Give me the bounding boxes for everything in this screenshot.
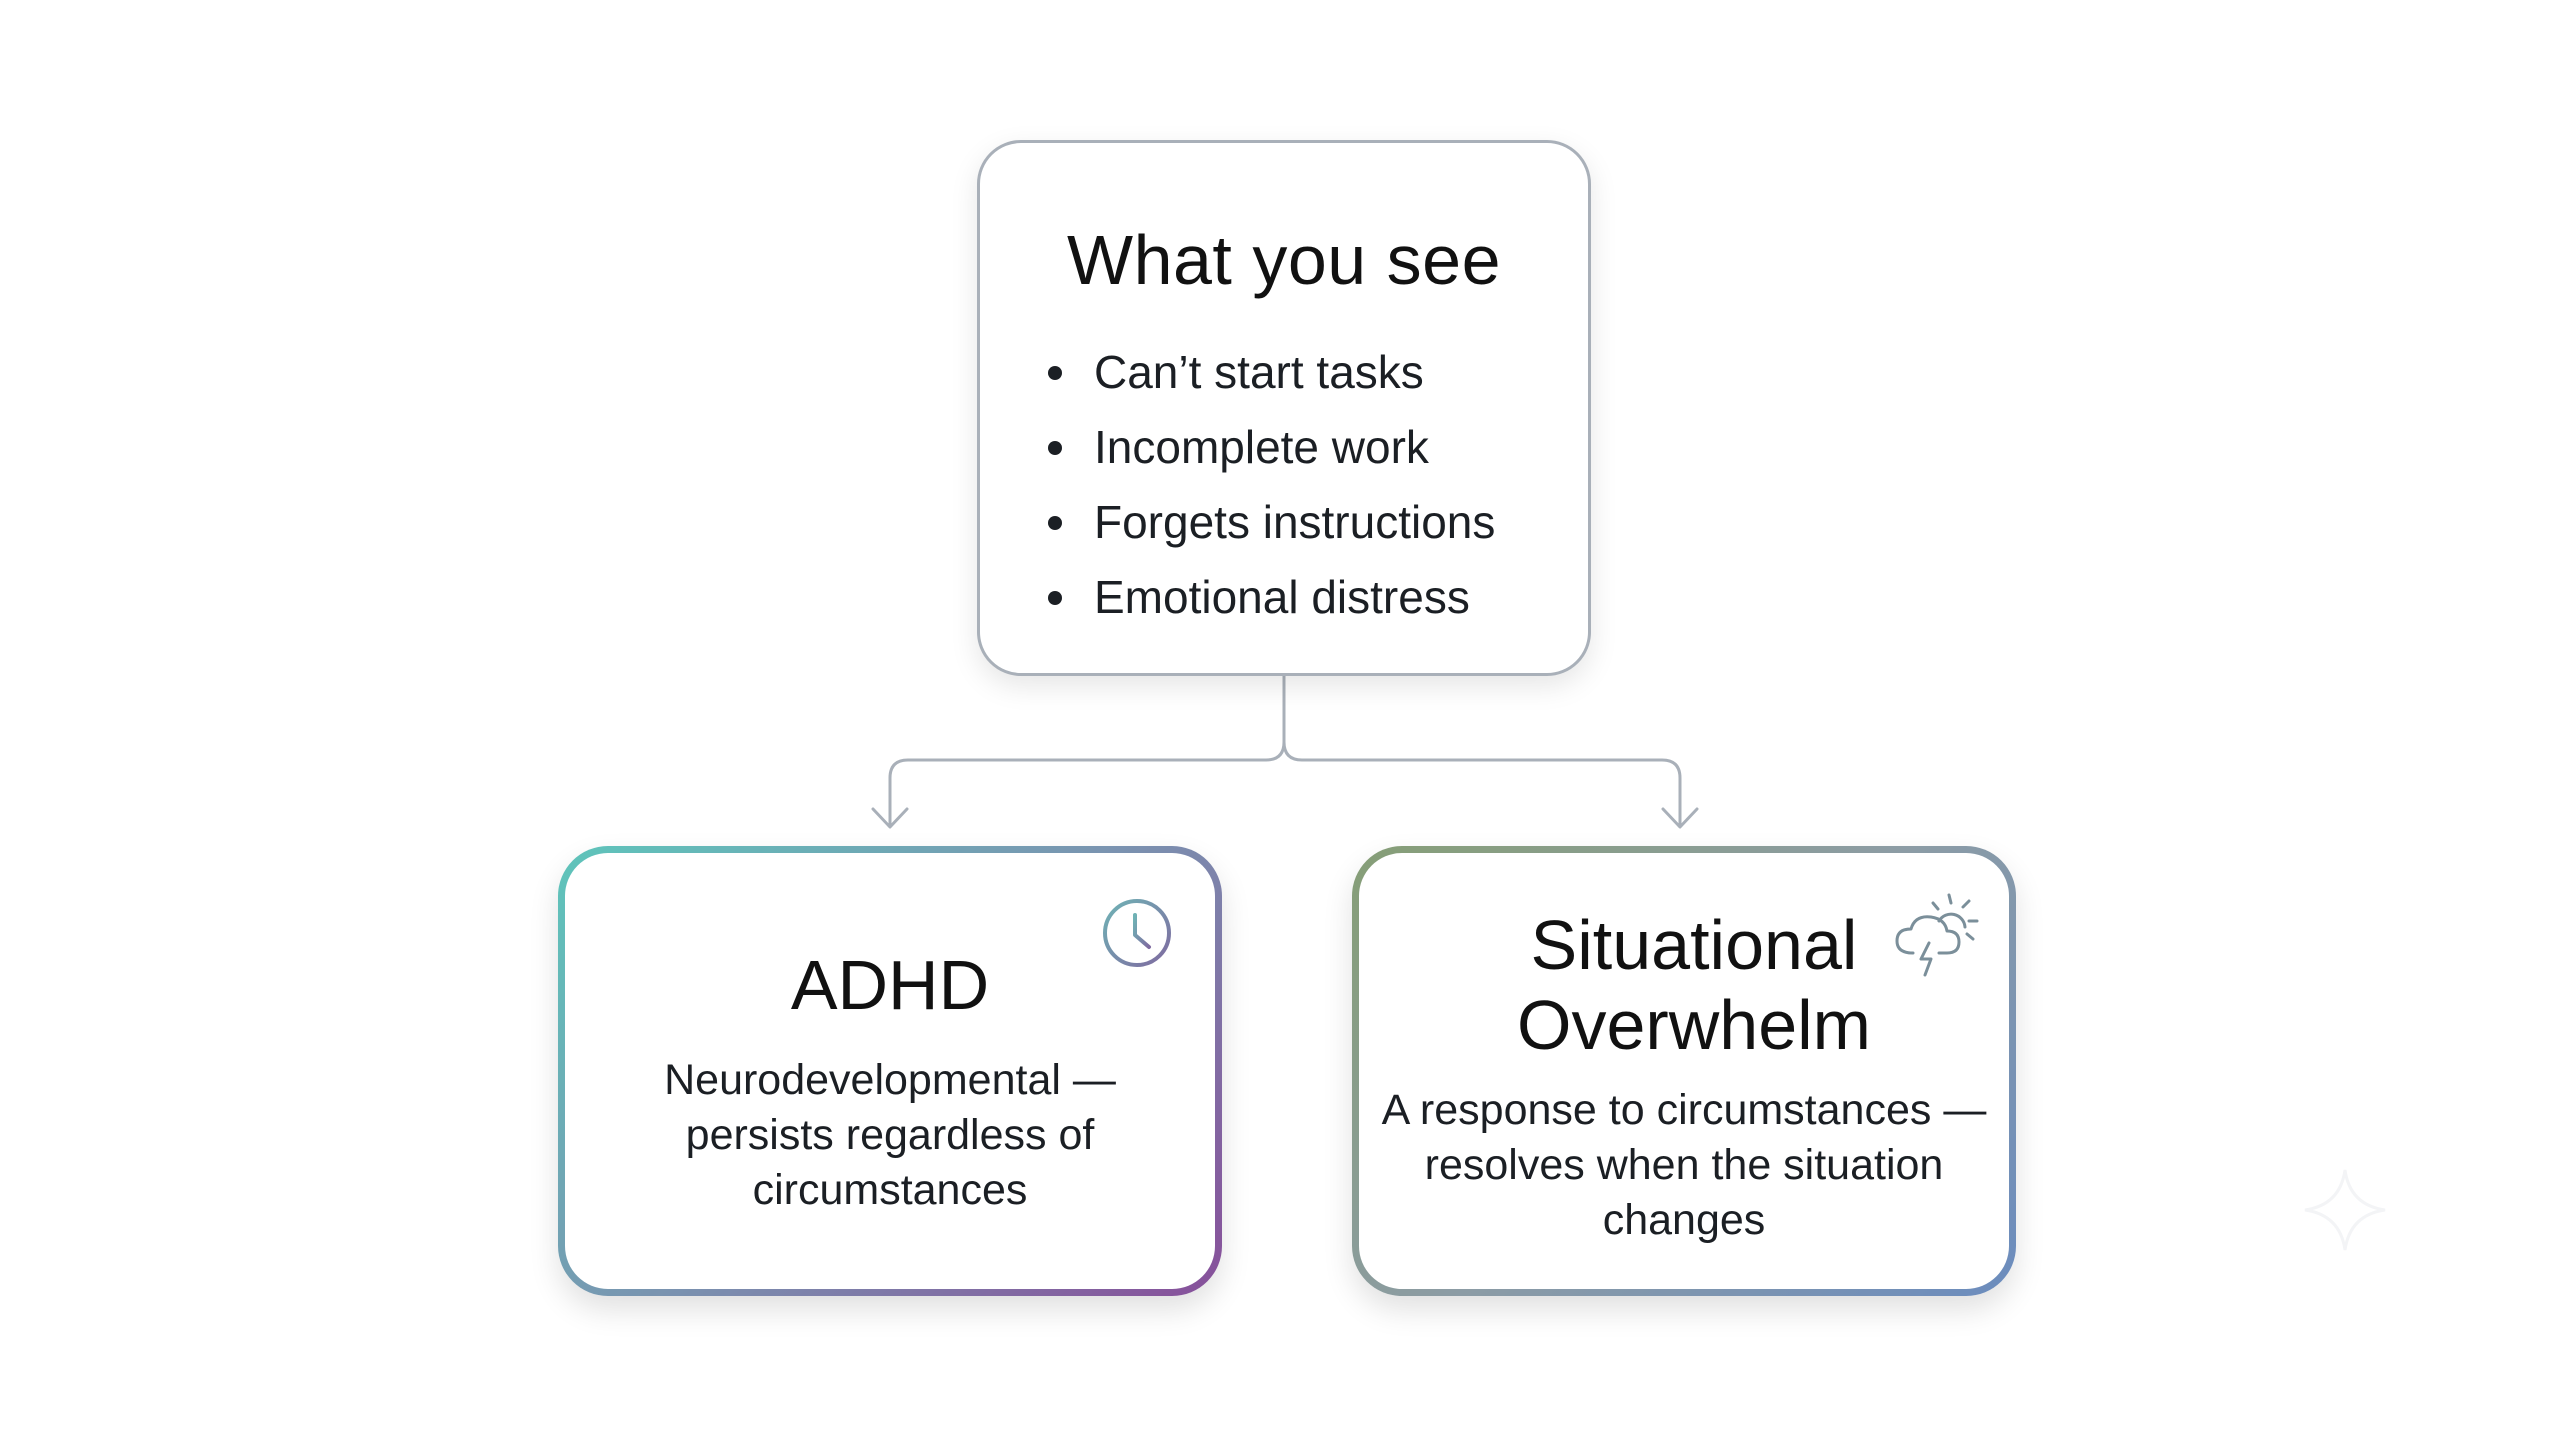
connector-right-branch — [1282, 740, 1682, 828]
bullet-dot — [1048, 591, 1062, 605]
situational-title-line1: Situational — [1530, 906, 1858, 984]
adhd-description: Neurodevelopmental — persists regardless… — [664, 1056, 1116, 1214]
bullet-dot — [1048, 366, 1062, 380]
storm-cloud-sun-icon — [1895, 893, 1979, 977]
list-item: Forgets instructions — [1048, 485, 1495, 560]
connector-trunk — [888, 674, 1286, 828]
list-item-text: Can’t start tasks — [1094, 346, 1424, 398]
adhd-card: ADHD Neurodevelopmental — persists regar… — [558, 846, 1222, 1296]
bullet-dot — [1048, 441, 1062, 455]
list-item-text: Forgets instructions — [1094, 496, 1496, 548]
clock-icon — [1103, 899, 1171, 967]
situational-overwhelm-card: Situational Overwhelm A response to circ… — [1352, 846, 2016, 1296]
list-item: Emotional distress — [1048, 560, 1495, 635]
situational-title-line2: Overwhelm — [1517, 986, 1871, 1064]
situational-description: A response to circumstances — resolves w… — [1381, 1086, 1987, 1244]
situational-title: Situational Overwhelm — [1369, 905, 2019, 1065]
sparkle-icon — [2304, 1169, 2386, 1251]
adhd-title: ADHD — [790, 946, 990, 1024]
observation-card: What you see Can’t start tasks Incomplet… — [977, 140, 1591, 676]
list-item: Incomplete work — [1048, 410, 1495, 485]
bullet-dot — [1048, 516, 1062, 530]
arrowhead-right — [1661, 807, 1699, 829]
list-item: Can’t start tasks — [1048, 335, 1495, 410]
observation-list: Can’t start tasks Incomplete work Forget… — [1048, 335, 1495, 635]
list-item-text: Incomplete work — [1094, 421, 1429, 473]
arrowhead-left — [871, 807, 909, 829]
observation-title: What you see — [1067, 221, 1501, 299]
list-item-text: Emotional distress — [1094, 571, 1470, 623]
